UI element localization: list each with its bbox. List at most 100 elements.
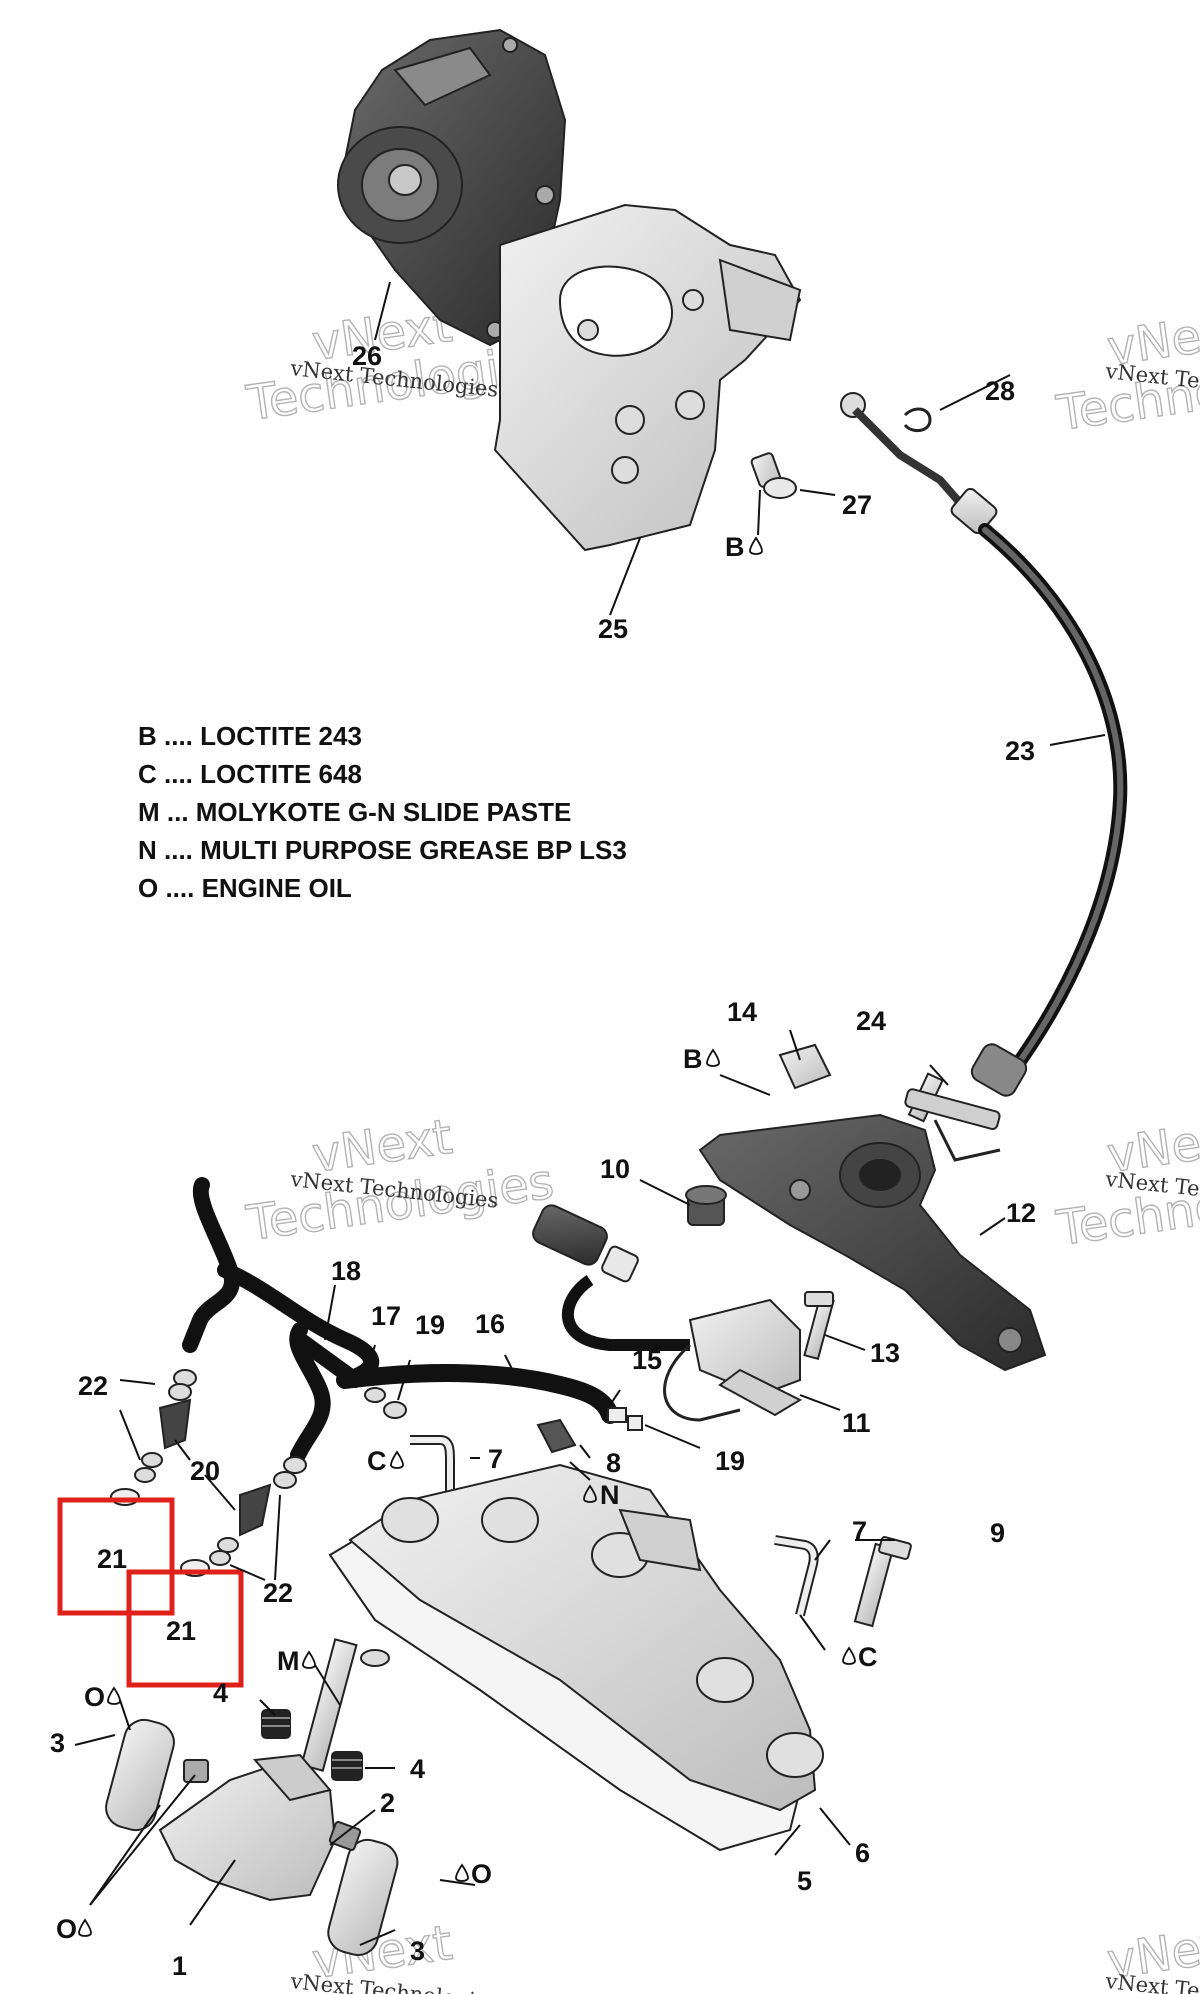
shaft-part-m	[300, 1638, 390, 1772]
label-part-14: 14	[727, 997, 757, 1027]
bolt-part-24	[904, 1072, 1001, 1162]
label-part-19-lower: 19	[715, 1446, 745, 1476]
watermark-group-right-mid: vNext Technologies vNext Technologies	[1052, 1108, 1200, 1258]
drop-icon	[706, 1049, 720, 1067]
label-part-9: 9	[990, 1518, 1005, 1548]
nut-part-14	[778, 1043, 832, 1090]
sensor-part-11	[532, 1204, 803, 1422]
bracket-part-25	[493, 203, 802, 552]
label-part-21-right: 21	[166, 1616, 196, 1646]
drop-icon	[107, 1687, 121, 1705]
label-part-13: 13	[870, 1338, 900, 1368]
lubricant-callouts: B B C N C M O O	[56, 532, 878, 1944]
watermark-group-right-top: vNext Technologies vNext Technologies	[1052, 301, 1200, 443]
label-part-19-upper: 19	[415, 1310, 445, 1340]
drop-icon	[842, 1647, 856, 1665]
part-labels: 26 25 28 27 23 24 14 10 12 13 11 15 16 1…	[50, 341, 1036, 1981]
hose-part-16	[336, 1364, 619, 1424]
callout-o-bottom: O	[56, 1914, 92, 1944]
bolt-part-13	[803, 1291, 835, 1361]
label-part-4-right: 4	[410, 1754, 425, 1784]
label-part-10: 10	[600, 1154, 630, 1184]
label-part-27: 27	[842, 490, 872, 520]
pipe-part-7-lower	[774, 1535, 819, 1617]
spring-part-4-left	[261, 1709, 291, 1739]
label-part-22-lower: 22	[263, 1578, 293, 1608]
label-part-4-left: 4	[213, 1678, 228, 1708]
label-part-22-upper: 22	[78, 1371, 108, 1401]
label-part-2: 2	[380, 1788, 395, 1818]
label-part-8: 8	[606, 1448, 621, 1478]
label-part-3-right: 3	[410, 1936, 425, 1966]
legend-line-n: N .... MULTI PURPOSE GREASE BP LS3	[138, 835, 627, 865]
callout-c-7-upper: C	[367, 1446, 404, 1476]
cylinder-part-3-right	[327, 1838, 399, 1956]
label-part-3-left: 3	[50, 1728, 65, 1758]
body-part-1	[158, 1753, 362, 1902]
label-part-11: 11	[842, 1408, 871, 1438]
callout-letter: C	[858, 1642, 878, 1672]
spring-part-4-right	[331, 1751, 363, 1781]
label-part-20: 20	[190, 1456, 220, 1486]
clip-part-8	[536, 1418, 577, 1454]
callout-n-8: N	[583, 1480, 620, 1510]
callout-letter: M	[277, 1646, 300, 1676]
label-part-16: 16	[475, 1309, 505, 1339]
label-part-7-lower: 7	[852, 1516, 867, 1546]
fittings-part-17-19-15	[364, 1387, 643, 1431]
drop-icon	[302, 1651, 316, 1669]
callout-letter: O	[84, 1682, 105, 1712]
highlight-box-21-left	[57, 1497, 175, 1616]
pipe-part-7-upper	[410, 1435, 455, 1495]
label-part-6: 6	[855, 1838, 870, 1868]
leader-lines	[74, 281, 1106, 1946]
callout-o-left: O	[84, 1682, 121, 1712]
callout-letter: C	[367, 1446, 387, 1476]
watermark-group-mid: vNext Technologies vNext Technologies	[242, 1108, 558, 1253]
highlight-box-21-right	[126, 1569, 244, 1688]
support-part-12	[698, 1113, 1047, 1372]
legend-line-o: O .... ENGINE OIL	[138, 873, 352, 903]
callout-m: M	[277, 1646, 316, 1676]
legend: B .... LOCTITE 243 C .... LOCTITE 648 M …	[138, 721, 627, 903]
label-part-18: 18	[331, 1256, 361, 1286]
bolt-part-9	[853, 1536, 912, 1628]
callout-c-7-lower: C	[842, 1642, 878, 1672]
label-part-25: 25	[598, 614, 628, 644]
label-part-12: 12	[1006, 1198, 1036, 1228]
plug-part-10	[685, 1185, 727, 1226]
callout-letter: O	[56, 1914, 77, 1944]
label-part-26: 26	[352, 341, 382, 371]
legend-line-b: B .... LOCTITE 243	[138, 721, 362, 751]
label-part-24: 24	[856, 1006, 886, 1036]
label-part-5: 5	[797, 1866, 812, 1896]
cable-part-23	[840, 392, 1128, 1097]
manifold-part-6	[348, 1463, 824, 1812]
drop-icon	[78, 1919, 92, 1937]
callout-o-right: O	[455, 1859, 492, 1889]
label-part-7-upper: 7	[488, 1444, 503, 1474]
screw-part-27	[750, 452, 797, 499]
valve-part-20-left	[134, 1369, 197, 1483]
cylinder-part-3-left	[105, 1718, 209, 1832]
clip-part-28	[903, 407, 932, 433]
label-part-15: 15	[632, 1345, 662, 1375]
callout-letter: B	[683, 1044, 703, 1074]
valve-part-20-right	[209, 1456, 307, 1566]
callout-b-27: B	[725, 532, 763, 562]
watermark-group-bottom: vNext vNext Technologies vNext vNext Tec…	[288, 1914, 1200, 1994]
drop-icon	[390, 1451, 404, 1469]
callout-letter: N	[600, 1480, 620, 1510]
callout-letter: B	[725, 532, 745, 562]
legend-line-c: C .... LOCTITE 648	[138, 759, 362, 789]
drop-icon	[749, 537, 763, 555]
drop-icon	[455, 1864, 469, 1882]
label-part-28: 28	[985, 376, 1015, 406]
label-part-1: 1	[172, 1951, 187, 1981]
callout-letter: O	[471, 1859, 492, 1889]
label-part-21-left: 21	[97, 1544, 127, 1574]
label-part-23: 23	[1005, 736, 1035, 766]
label-part-17: 17	[371, 1301, 401, 1331]
